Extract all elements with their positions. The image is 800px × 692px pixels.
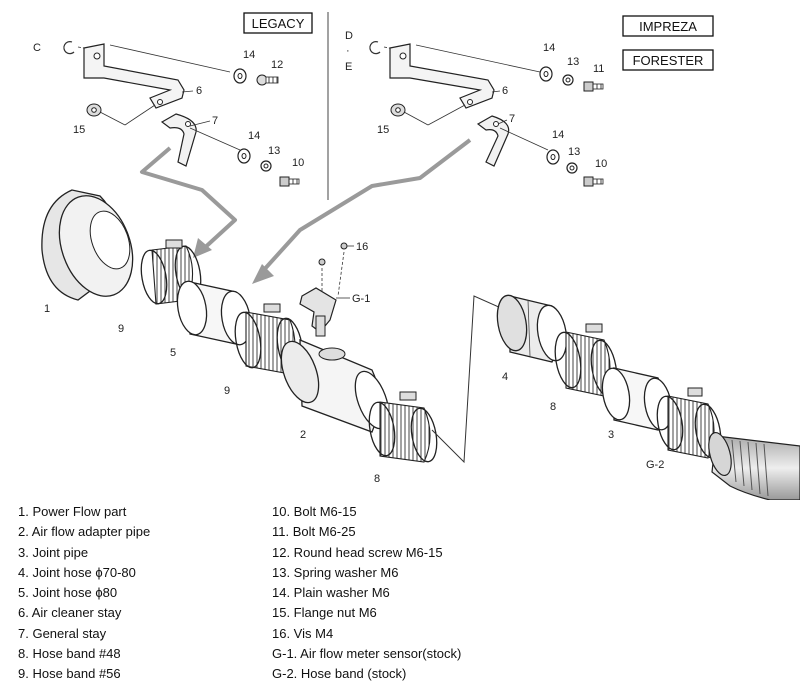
view-mark-d: D xyxy=(345,30,353,42)
round-head-screw-icon xyxy=(256,74,279,86)
legend-item: 4. Joint hose ϕ70-80 xyxy=(18,564,136,580)
impreza-label: IMPREZA xyxy=(639,19,697,34)
joint-hose-4 xyxy=(496,294,568,363)
legend-item: 16. Vis M4 xyxy=(272,625,334,641)
legend-item: 6. Air cleaner stay xyxy=(18,605,122,621)
callout-8: 8 xyxy=(374,473,380,485)
legend-item: 1. Power Flow part xyxy=(18,504,127,519)
parts-legend-right: 10. Bolt M6-15 11. Bolt M6-25 12. Round … xyxy=(272,502,461,685)
callout-11: 11 xyxy=(593,63,604,75)
legend-item: 14. Plain washer M6 xyxy=(272,585,390,601)
legend-item: 13. Spring washer M6 xyxy=(272,564,399,580)
bolt-icon xyxy=(583,176,604,187)
legend-item: 15. Flange nut M6 xyxy=(272,605,377,621)
callout-2: 2 xyxy=(300,429,306,441)
air-cleaner-stay-left xyxy=(83,43,185,109)
callout-1: 1 xyxy=(44,303,50,315)
legend-item: 10. Bolt M6-15 xyxy=(272,504,357,519)
callout-7: 7 xyxy=(509,113,515,125)
callout-7: 7 xyxy=(212,115,218,127)
view-mark-dot: · xyxy=(346,45,350,57)
callout-14b: 14 xyxy=(552,129,564,141)
air-flow-meter-sensor xyxy=(299,242,354,337)
callout-8b: 8 xyxy=(550,401,556,413)
callout-15: 15 xyxy=(377,124,389,136)
callout-16: 16 xyxy=(356,241,368,253)
callout-9: 9 xyxy=(118,323,124,335)
left-bracket-group: 14 12 6 7 15 14 13 10 xyxy=(63,41,304,187)
vis-icon xyxy=(340,242,348,250)
install-arrow-right xyxy=(260,138,472,274)
legacy-label-box: LEGACY xyxy=(243,12,313,34)
impreza-label-box: IMPREZA xyxy=(622,15,714,37)
flange-nut-icon xyxy=(86,103,102,117)
legend-item: G-2. Hose band (stock) xyxy=(272,666,407,682)
bolt-icon xyxy=(279,176,300,187)
view-mark-c: C xyxy=(33,42,41,54)
legend-item: 11. Bolt M6-25 xyxy=(272,524,356,540)
air-flow-adapter-pipe xyxy=(280,339,390,433)
clip-icon xyxy=(369,41,381,55)
callout-14b: 14 xyxy=(248,130,260,142)
clip-icon xyxy=(63,41,75,55)
legend-item: 12. Round head screw M6-15 xyxy=(272,544,443,560)
legend-item: 7. General stay xyxy=(18,625,107,641)
callout-g1: G-1 xyxy=(352,293,370,305)
right-bracket-group: 14 13 11 6 7 15 14 13 10 xyxy=(369,41,607,187)
joint-pipe xyxy=(601,367,673,431)
air-cleaner-stay-right xyxy=(389,43,495,109)
parts-legend-left: 1. Power Flow part 2. Air flow adapter p… xyxy=(18,502,150,685)
vis-icon xyxy=(318,258,326,266)
flange-nut-icon xyxy=(390,103,406,117)
hose-band-8a xyxy=(368,391,438,463)
legend-item: 2. Air flow adapter pipe xyxy=(18,524,151,540)
stock-intake-duct xyxy=(708,431,800,500)
callout-6: 6 xyxy=(502,85,508,97)
legend-item: 5. Joint hose ϕ80 xyxy=(18,585,118,601)
callout-13b: 13 xyxy=(568,146,580,158)
callout-5: 5 xyxy=(170,347,176,359)
legend-item: 8. Hose band #48 xyxy=(18,646,121,662)
callout-10: 10 xyxy=(595,158,607,170)
callout-12: 12 xyxy=(271,59,283,71)
callout-13: 13 xyxy=(268,145,280,157)
callout-13: 13 xyxy=(567,56,579,68)
joint-hose-5 xyxy=(176,280,252,346)
callout-g2: G-2 xyxy=(646,459,664,471)
callout-3: 3 xyxy=(608,429,614,441)
callout-4: 4 xyxy=(502,371,508,383)
callout-9b: 9 xyxy=(224,385,230,397)
bolt-icon xyxy=(583,81,604,92)
legend-item: 3. Joint pipe xyxy=(18,544,89,560)
legend-item: G-1. Air flow meter sensor(stock) xyxy=(272,646,462,662)
install-arrow-left xyxy=(140,146,237,254)
callout-14: 14 xyxy=(243,49,255,61)
callout-10: 10 xyxy=(292,157,304,169)
forester-label: FORESTER xyxy=(633,53,704,68)
parts-diagram: LEGACY IMPREZA FORESTER C D · E xyxy=(33,12,800,500)
callout-6: 6 xyxy=(196,85,202,97)
connection-line xyxy=(431,295,511,464)
power-flow-part xyxy=(41,189,134,301)
view-mark-e: E xyxy=(345,61,352,73)
forester-label-box: FORESTER xyxy=(622,49,714,71)
legacy-label: LEGACY xyxy=(252,16,305,31)
legend-item: 9. Hose band #56 xyxy=(18,666,121,682)
general-stay-left xyxy=(160,113,197,167)
callout-15: 15 xyxy=(73,124,85,136)
callout-14: 14 xyxy=(543,42,555,54)
